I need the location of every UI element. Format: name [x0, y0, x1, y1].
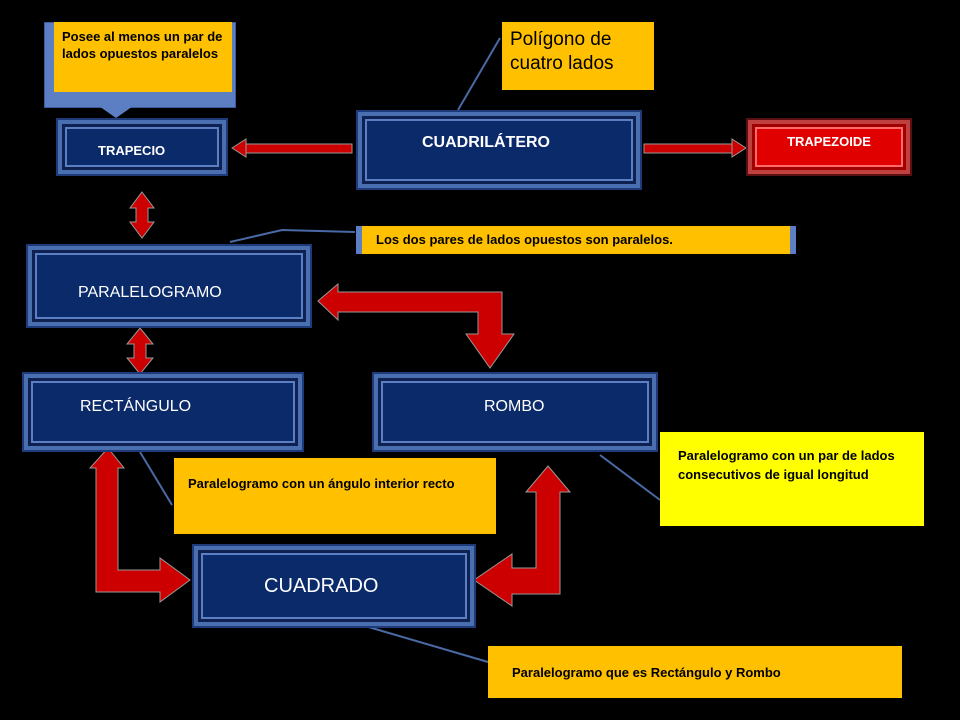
connector-cuadrado-note [364, 625, 489, 663]
node-cuadrilatero-label: CUADRILÁTERO [422, 134, 550, 151]
double-arrow-paralelogramo-rectangulo [125, 327, 155, 375]
double-arrow-trapecio-paralelogramo [129, 191, 155, 239]
note-rombo: Paralelogramo con un par de lados consec… [660, 432, 924, 526]
node-paralelogramo: PARALELOGRAMO [28, 246, 310, 326]
note-cuadrado-text: Paralelogramo que es Rectángulo y Rombo [512, 664, 781, 680]
note-trapecio-text: Posee al menos un par de lados opuestos … [62, 29, 223, 61]
node-trapecio-label: TRAPECIO [98, 142, 166, 158]
node-rectangulo: RECTÁNGULO [24, 374, 302, 450]
node-rombo: ROMBO [374, 374, 656, 450]
node-cuadrado-label: CUADRADO [264, 574, 379, 597]
node-trapezoide-label: TRAPEZOIDE [787, 134, 871, 149]
node-cuadrilatero: CUADRILÁTERO [358, 112, 640, 188]
note-rectangulo: Paralelogramo con un ángulo interior rec… [174, 458, 496, 534]
note-cuadrilatero: Polígono de cuatro lados [502, 22, 654, 90]
node-rectangulo-label: RECTÁNGULO [80, 398, 192, 415]
connector-rombo-note [599, 454, 661, 501]
arrow-cuadrilatero-to-trapezoide [643, 138, 747, 158]
arrow-rombo-to-cuadrado [473, 465, 572, 607]
note-paralelogramo: Los dos pares de lados opuestos son para… [356, 226, 796, 254]
node-trapezoide: TRAPEZOIDE [748, 120, 910, 174]
connector-cuadrilatero-note [457, 37, 501, 111]
node-cuadrado: CUADRADO [194, 546, 474, 626]
connector-rectangulo-note [139, 451, 173, 506]
note-paralelogramo-text: Los dos pares de lados opuestos son para… [376, 232, 673, 247]
arrow-cuadrilatero-to-trapecio [231, 138, 353, 158]
note-rombo-text: Paralelogramo con un par de lados consec… [678, 448, 895, 482]
note-rectangulo-text: Paralelogramo con un ángulo interior rec… [188, 476, 455, 491]
note-cuadrado: Paralelogramo que es Rectángulo y Rombo [488, 646, 902, 698]
node-trapecio: TRAPECIO [58, 120, 226, 174]
arrow-paralelogramo-to-rombo [317, 282, 515, 369]
node-paralelogramo-label: PARALELOGRAMO [78, 284, 222, 301]
arrow-rectangulo-to-cuadrado [88, 447, 191, 603]
connector-paralelogramo-note [229, 228, 356, 243]
node-rombo-label: ROMBO [484, 398, 545, 415]
note-cuadrilatero-text: Polígono de cuatro lados [510, 29, 614, 74]
note-trapecio: Posee al menos un par de lados opuestos … [54, 22, 232, 92]
note-trapecio-pointer [96, 104, 136, 118]
